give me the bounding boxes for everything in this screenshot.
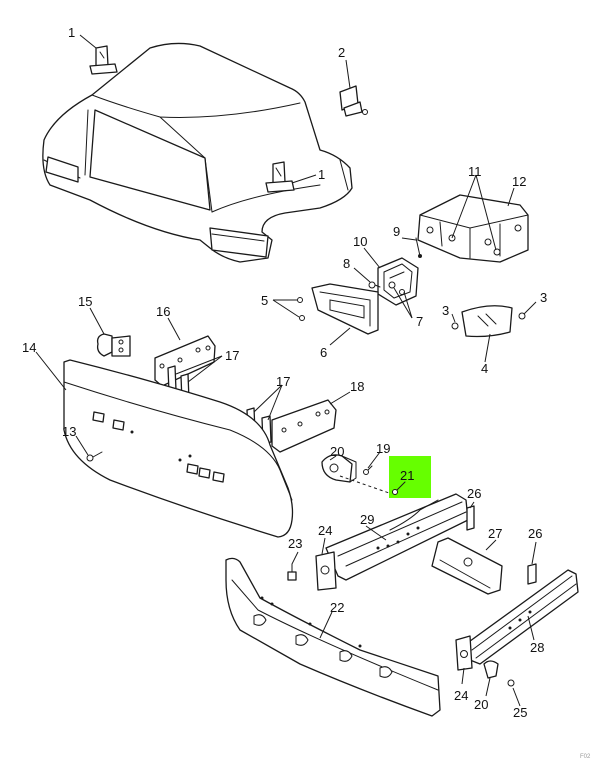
bumper-22 bbox=[225, 557, 441, 717]
callout-12: 12 bbox=[512, 174, 526, 189]
plate-26-upper bbox=[466, 505, 475, 531]
callout-1-top: 1 bbox=[68, 25, 75, 40]
callout-29: 29 bbox=[360, 512, 374, 527]
frame-rail-28 bbox=[455, 569, 579, 671]
bracket-20-upper bbox=[321, 454, 357, 483]
bracket-6 bbox=[311, 283, 379, 335]
bracket-12 bbox=[417, 194, 529, 263]
pin-9 bbox=[415, 237, 422, 258]
callout-28: 28 bbox=[530, 640, 544, 655]
bolt-23 bbox=[287, 563, 297, 581]
frame-rail-29 bbox=[315, 493, 469, 591]
callout-19: 19 bbox=[376, 441, 390, 456]
bolt-25 bbox=[507, 679, 515, 687]
callout-18: 18 bbox=[350, 379, 364, 394]
bolt-13 bbox=[86, 451, 103, 462]
callout-20-lower: 20 bbox=[474, 697, 488, 712]
callout-21: 21 bbox=[400, 468, 414, 483]
reflector-lamp-2 bbox=[339, 85, 368, 117]
callout-9: 9 bbox=[393, 224, 400, 239]
callout-10: 10 bbox=[353, 234, 367, 249]
corner-mark: F02 bbox=[580, 754, 591, 760]
screws-5 bbox=[297, 297, 305, 321]
plate-26-lower bbox=[527, 563, 537, 585]
callout-17-lower: 17 bbox=[276, 374, 290, 389]
fastener-21 bbox=[392, 481, 406, 495]
hood bbox=[42, 42, 353, 263]
bolt-19 bbox=[363, 465, 373, 475]
lamp-housing-10 bbox=[377, 257, 419, 306]
callout-24-lower: 24 bbox=[454, 688, 468, 703]
callout-15: 15 bbox=[78, 294, 92, 309]
screws-3 bbox=[451, 312, 526, 330]
callout-23: 23 bbox=[288, 536, 302, 551]
callout-22: 22 bbox=[330, 600, 344, 615]
callout-25: 25 bbox=[513, 705, 527, 720]
callout-11: 11 bbox=[468, 164, 482, 179]
callout-3-right: 3 bbox=[540, 290, 547, 305]
callout-26-lower: 26 bbox=[528, 526, 542, 541]
callout-3-left: 3 bbox=[442, 303, 449, 318]
lens-4 bbox=[461, 305, 513, 338]
tow-hook-15 bbox=[96, 333, 131, 357]
callout-1-hood: 1 bbox=[318, 167, 325, 182]
callout-17-upper: 17 bbox=[225, 348, 239, 363]
callout-26-upper: 26 bbox=[467, 486, 481, 501]
callout-27: 27 bbox=[488, 526, 502, 541]
callout-8: 8 bbox=[343, 256, 350, 271]
callout-6: 6 bbox=[320, 345, 327, 360]
callout-4: 4 bbox=[481, 361, 488, 376]
callout-14: 14 bbox=[22, 340, 36, 355]
callout-16: 16 bbox=[156, 304, 170, 319]
callout-13: 13 bbox=[62, 424, 76, 439]
bracket-27 bbox=[431, 537, 503, 595]
plate-18 bbox=[271, 399, 337, 453]
screw-8 bbox=[368, 281, 381, 289]
mirror-1-top bbox=[89, 45, 118, 75]
callout-24-upper: 24 bbox=[318, 523, 332, 538]
bracket-20-lower bbox=[483, 660, 499, 679]
leader-lines bbox=[35, 34, 537, 707]
callout-20-upper: 20 bbox=[330, 444, 344, 459]
bumper-14 bbox=[63, 359, 294, 538]
callout-2: 2 bbox=[338, 45, 345, 60]
callout-7: 7 bbox=[416, 314, 423, 329]
callout-5: 5 bbox=[261, 293, 268, 308]
mirror-1-hood bbox=[265, 161, 295, 193]
